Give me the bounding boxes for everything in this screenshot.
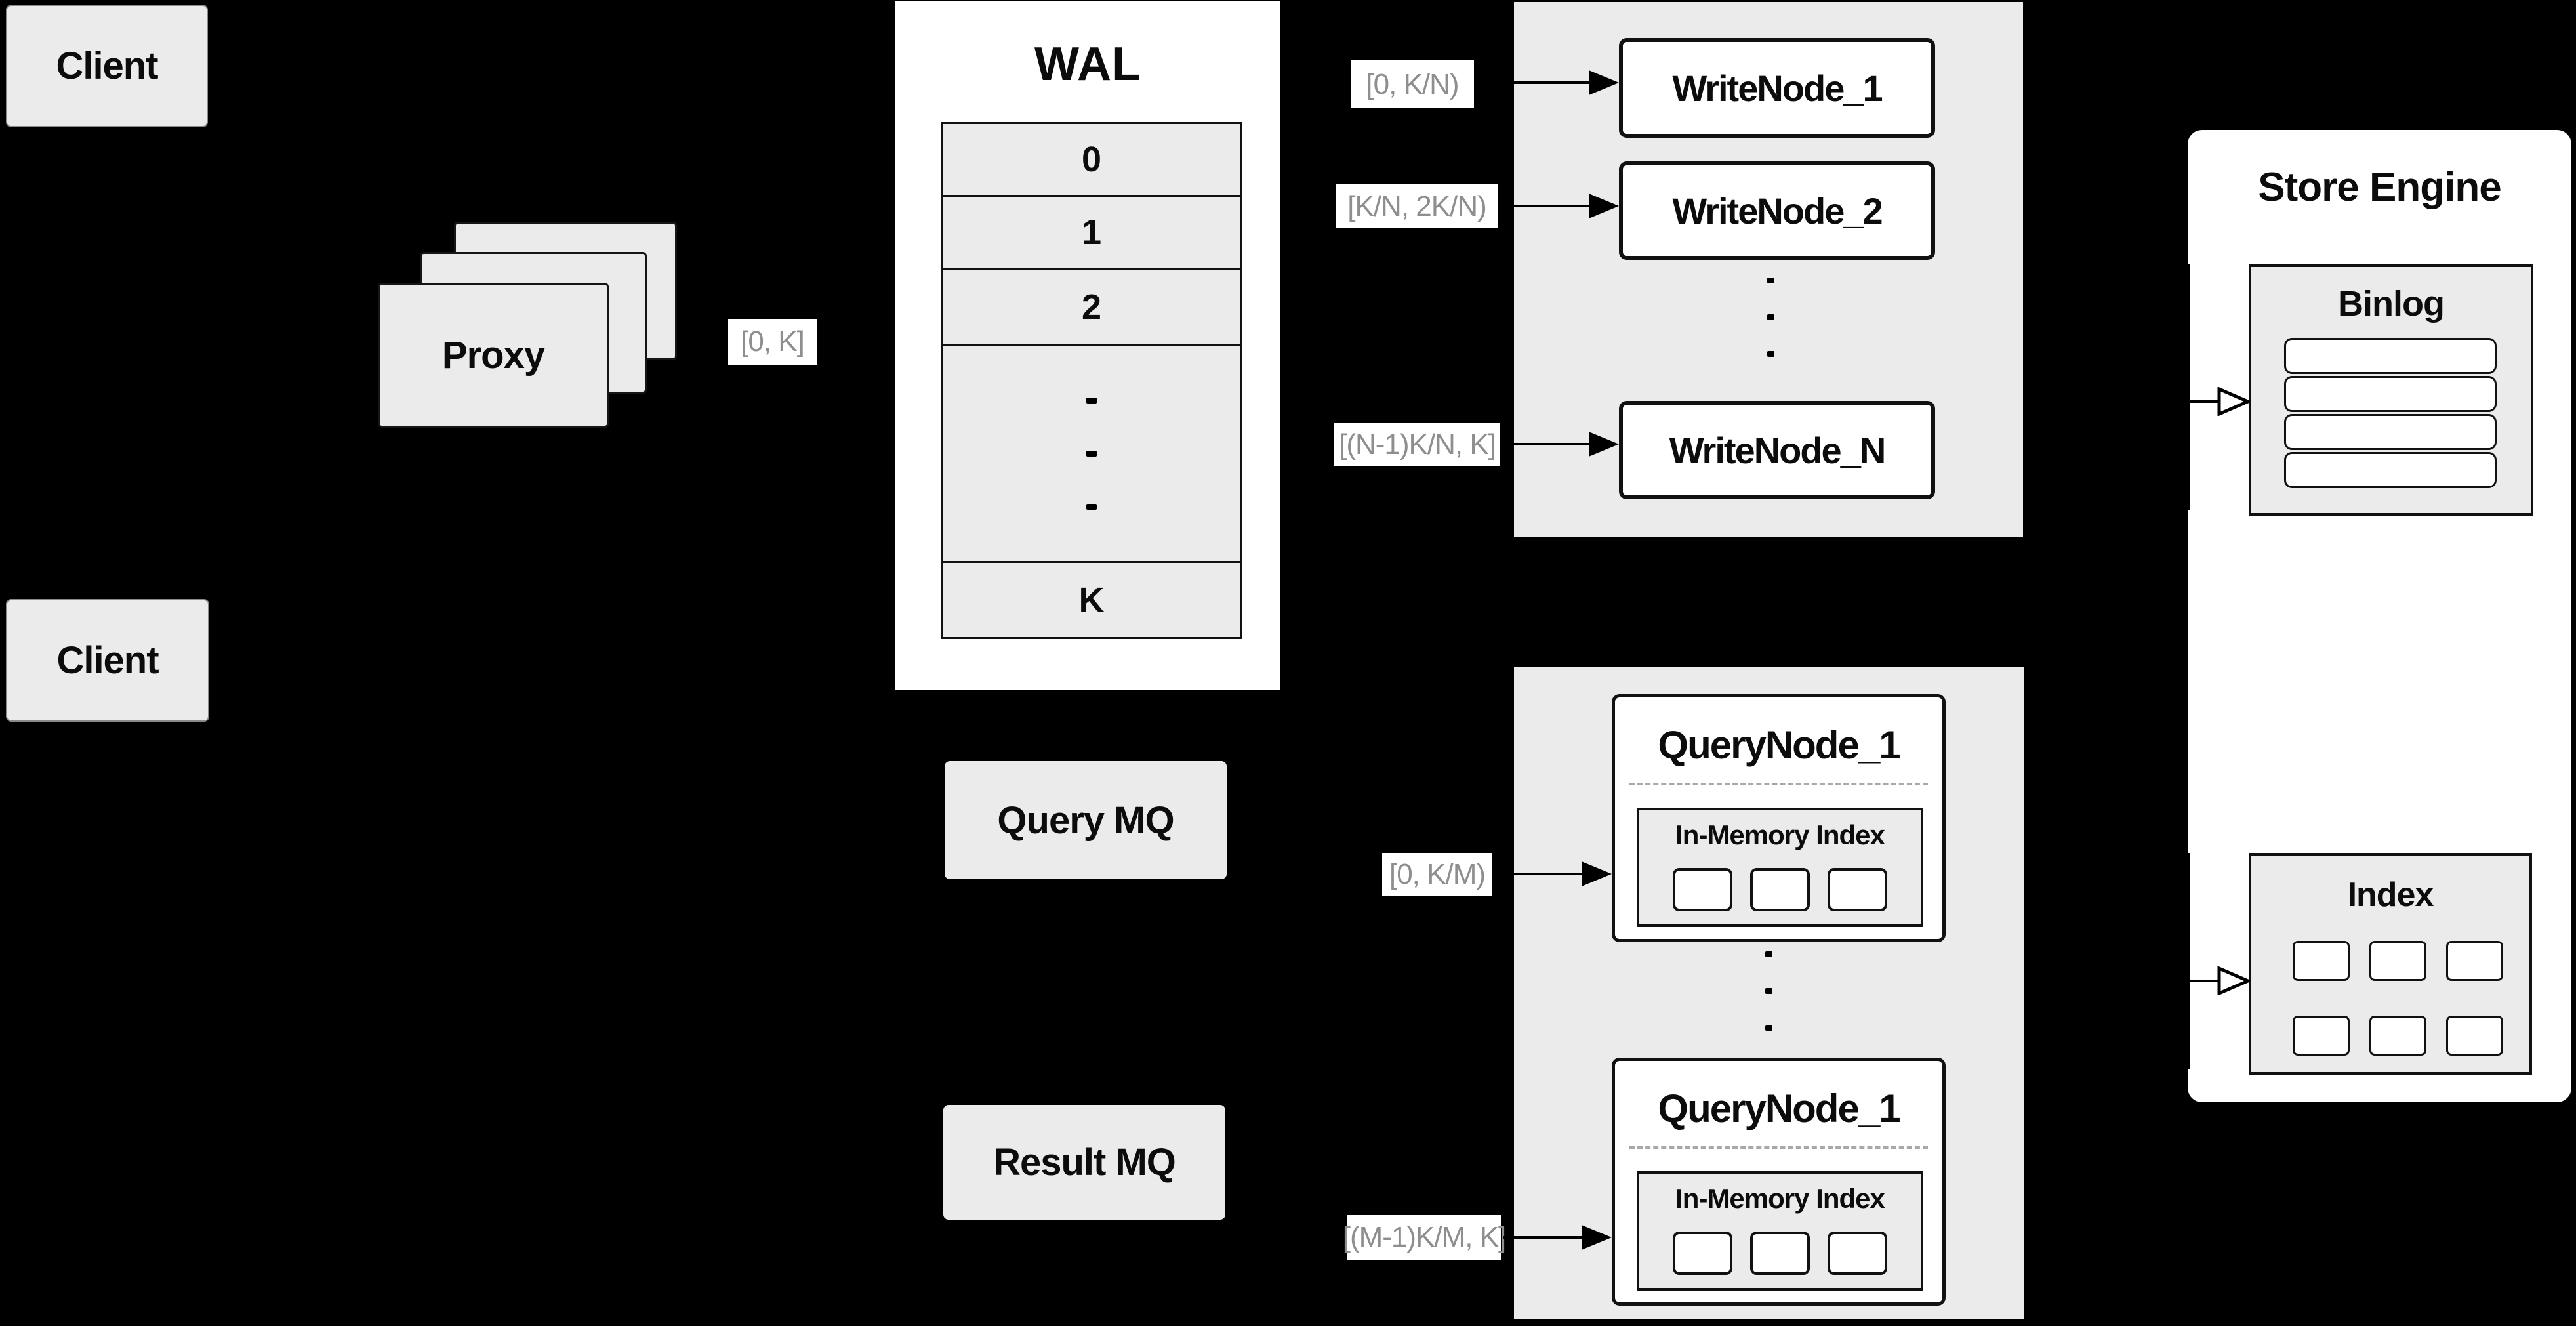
index-segment	[1750, 868, 1810, 911]
open-arrowhead-index	[2217, 966, 2250, 995]
store-connector-line-index	[2187, 853, 2190, 1069]
proxy-box: Proxy	[378, 283, 609, 428]
arrow-to-query-node-1	[1496, 873, 1582, 875]
write-node-1-box: WriteNode_1	[1619, 38, 1935, 138]
range-label-write-node-n: [(N-1)K/N, K]	[1334, 423, 1500, 466]
binlog-row	[2284, 338, 2497, 374]
index-cell	[2369, 1016, 2426, 1056]
wal-box: WAL 0 1 2 K	[895, 1, 1280, 690]
in-memory-index-1-segments	[1639, 868, 1921, 911]
ellipsis-dot	[1767, 351, 1774, 357]
binlog-row	[2284, 376, 2497, 412]
range-label-text: [0, K/N)	[1366, 68, 1459, 100]
ellipsis-dot	[1086, 503, 1097, 510]
arrow-shaft-index	[2188, 980, 2220, 982]
index-segment	[1673, 868, 1732, 911]
range-label-text: [(N-1)K/N, K]	[1339, 428, 1496, 461]
write-node-ellipsis	[1767, 278, 1774, 357]
ellipsis-dot	[1767, 278, 1774, 283]
store-engine-title: Store Engine	[2258, 165, 2501, 210]
ellipsis-dot	[1765, 951, 1772, 957]
client-box-top: Client	[6, 5, 208, 127]
arrow-to-write-node-1	[1476, 81, 1589, 84]
result-mq-box: Result MQ	[943, 1105, 1225, 1220]
binlog-row	[2284, 452, 2497, 488]
write-node-n-label: WriteNode_N	[1669, 429, 1887, 471]
wal-row-0-text: 0	[1081, 140, 1102, 179]
wal-row-k-text: K	[1078, 580, 1105, 620]
range-label-text: [0, K/M)	[1389, 858, 1486, 890]
arrow-to-write-node-2	[1502, 205, 1589, 207]
proxy-label: Proxy	[441, 334, 545, 377]
index-cell	[2446, 941, 2503, 981]
ellipsis-dot	[1765, 988, 1772, 994]
in-memory-index-2-title: In-Memory Index	[1675, 1183, 1885, 1214]
store-engine-box: Store Engine Binlog Index	[2188, 130, 2571, 1102]
arrow-to-query-node-2	[1503, 1236, 1582, 1239]
wal-ellipsis	[941, 344, 1242, 563]
wal-row-1-text: 1	[1081, 213, 1102, 252]
index-segment	[1750, 1232, 1810, 1275]
range-label-proxy: [0, K]	[728, 319, 817, 365]
wal-table: 0 1 2 K	[941, 122, 1242, 639]
binlog-box: Binlog	[2249, 264, 2533, 516]
client-top-label: Client	[56, 45, 158, 87]
range-label-query-node-1: [0, K/M)	[1382, 853, 1492, 896]
index-segment	[1828, 868, 1887, 911]
ellipsis-dot	[1086, 397, 1097, 404]
binlog-row	[2284, 414, 2497, 450]
wal-title: WAL	[1034, 38, 1141, 91]
open-arrowhead-binlog	[2217, 387, 2250, 416]
result-mq-label: Result MQ	[993, 1141, 1176, 1184]
query-mq-box: Query MQ	[945, 761, 1227, 879]
wal-row-2-text: 2	[1081, 287, 1102, 327]
ellipsis-dot	[1765, 1025, 1772, 1031]
binlog-rows	[2284, 338, 2497, 488]
ellipsis-dot	[1086, 450, 1097, 457]
query-mq-label: Query MQ	[997, 798, 1174, 842]
write-node-1-label: WriteNode_1	[1672, 67, 1883, 109]
wal-row-k: K	[941, 561, 1242, 639]
write-node-2-box: WriteNode_2	[1619, 161, 1935, 260]
range-label-write-node-2: [K/N, 2K/N)	[1336, 184, 1498, 228]
index-segments	[2293, 941, 2503, 1056]
binlog-title: Binlog	[2338, 284, 2445, 323]
store-connector-line-binlog	[2187, 264, 2190, 510]
range-label-proxy-text: [0, K]	[741, 325, 805, 358]
in-memory-index-1-title: In-Memory Index	[1675, 819, 1885, 850]
range-label-text: [(M-1)K/M, K]	[1342, 1221, 1507, 1253]
index-segment	[1828, 1232, 1887, 1275]
query-node-2-title: QueryNode_1	[1658, 1086, 1900, 1130]
index-cell	[2446, 1016, 2503, 1056]
in-memory-index-2-segments	[1639, 1232, 1921, 1275]
in-memory-index-box-1: In-Memory Index	[1637, 808, 1923, 927]
index-cell	[2293, 941, 2350, 981]
query-node-1-title: QueryNode_1	[1658, 722, 1900, 767]
write-node-2-label: WriteNode_2	[1672, 190, 1883, 232]
index-title: Index	[2347, 876, 2434, 914]
ellipsis-dot	[1767, 314, 1774, 320]
index-cell	[2369, 941, 2426, 981]
wal-row-1: 1	[941, 195, 1242, 270]
range-label-write-node-1: [0, K/N)	[1351, 60, 1474, 108]
client-bottom-label: Client	[56, 639, 159, 682]
index-box: Index	[2249, 853, 2532, 1075]
range-label-query-node-2: [(M-1)K/M, K]	[1343, 1215, 1506, 1260]
query-node-1-divider	[1629, 783, 1928, 785]
client-box-bottom: Client	[6, 599, 209, 722]
query-node-panel: QueryNode_1 In-Memory Index QueryNode_1 …	[1514, 667, 2024, 1319]
index-cell	[2293, 1016, 2350, 1056]
write-node-n-box: WriteNode_N	[1619, 401, 1935, 499]
index-segment	[1673, 1232, 1732, 1275]
query-node-1-box: QueryNode_1 In-Memory Index	[1612, 694, 1946, 942]
in-memory-index-box-2: In-Memory Index	[1637, 1171, 1923, 1291]
range-label-text: [K/N, 2K/N)	[1347, 190, 1486, 222]
wal-row-0: 0	[941, 122, 1242, 197]
arrow-to-write-node-n	[1503, 443, 1589, 445]
wal-row-2: 2	[941, 268, 1242, 346]
arrow-shaft-binlog	[2188, 400, 2220, 403]
query-node-2-divider	[1629, 1146, 1928, 1149]
query-node-2-box: QueryNode_1 In-Memory Index	[1612, 1058, 1946, 1306]
query-node-ellipsis	[1765, 951, 1772, 1031]
